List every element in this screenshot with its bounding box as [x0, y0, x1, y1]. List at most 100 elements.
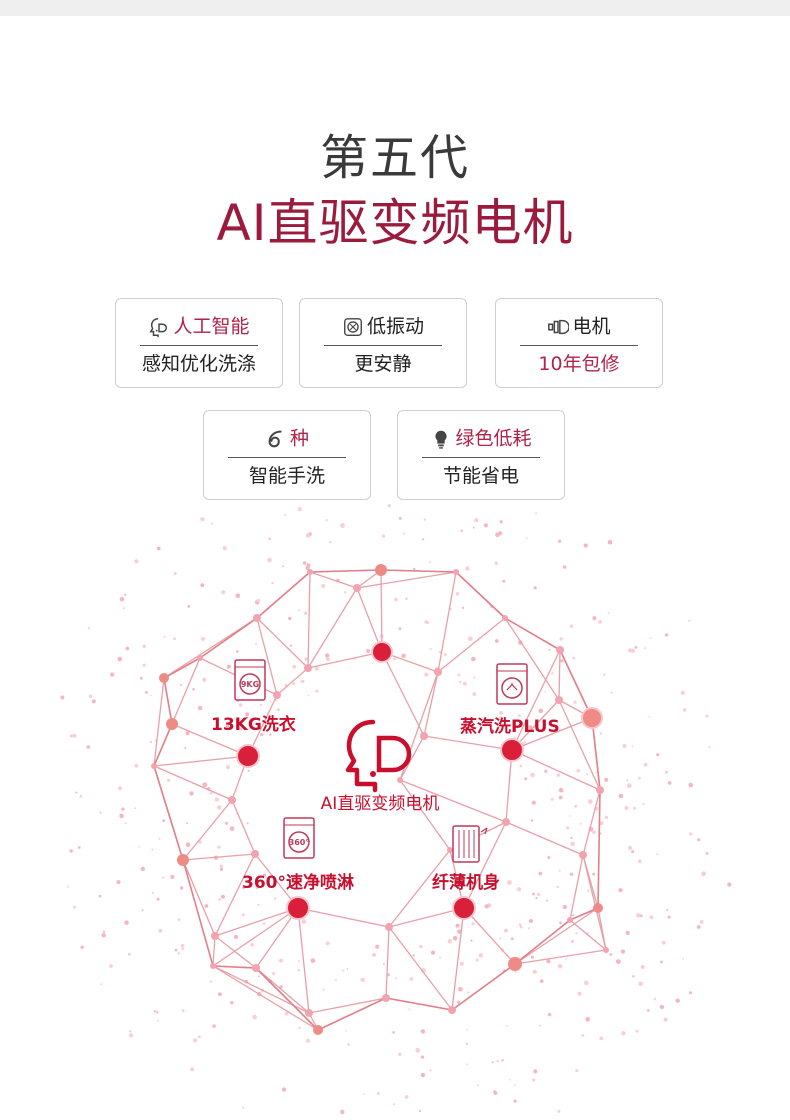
particle-dot: [664, 770, 669, 774]
network-line: [511, 717, 593, 751]
particle-dot: [256, 598, 261, 603]
particle-dot: [499, 711, 503, 715]
washer-badge: 9KG: [241, 680, 259, 689]
particle-dot: [592, 872, 596, 876]
particle-dot: [532, 969, 537, 974]
particle-dot: [519, 764, 523, 768]
particle-dot: [217, 845, 221, 849]
network-node: [397, 777, 403, 783]
particle-dot: [100, 983, 103, 986]
network-lines: [153, 569, 607, 1031]
particle-dot: [572, 656, 576, 660]
particle-dot: [149, 694, 152, 697]
vibration-icon: [344, 317, 362, 336]
particle-dot: [524, 741, 526, 743]
particle-dot: [507, 880, 512, 885]
particle-dot: [439, 651, 442, 654]
network-line: [381, 651, 425, 737]
particle-dot: [664, 633, 669, 637]
particle-dot: [457, 1000, 461, 1004]
particle-dot: [255, 884, 260, 890]
particle-dot: [260, 733, 264, 737]
particle-dot: [167, 778, 171, 783]
particle-dot: [242, 1106, 245, 1109]
particle-dot: [255, 642, 258, 645]
network-node: [305, 1009, 313, 1017]
particle-dot: [424, 672, 429, 677]
particle-dot: [697, 838, 701, 842]
particle-dot: [119, 596, 125, 602]
particle-dot: [252, 1014, 257, 1020]
particle-dot: [302, 680, 305, 682]
particle-dot: [72, 733, 77, 738]
particle-dot: [607, 539, 613, 545]
network-line: [163, 657, 201, 679]
particle-dot: [535, 512, 538, 515]
network-line: [423, 671, 439, 737]
card-divider: [520, 345, 638, 346]
network-line: [212, 965, 319, 1031]
network-node: [385, 923, 393, 931]
particle-dot: [345, 1030, 347, 1032]
particle-dot: [325, 941, 330, 946]
particle-dot: [696, 925, 701, 929]
network-line: [504, 617, 561, 651]
particle-dot: [157, 1019, 159, 1022]
particle-dot: [202, 782, 208, 788]
particle-dot: [269, 733, 272, 736]
particle-dot: [538, 1024, 541, 1027]
particle-dot: [484, 904, 489, 909]
network-node: [420, 732, 428, 740]
network-line: [559, 649, 593, 719]
particle-dot: [314, 666, 319, 671]
particle-dot: [539, 979, 544, 983]
particle-dot: [532, 1078, 536, 1082]
network-line: [558, 649, 561, 701]
particle-dot: [340, 523, 345, 528]
particle-dot: [405, 597, 408, 600]
particle-dot: [193, 1038, 198, 1043]
network-line: [388, 907, 465, 928]
particle-dot: [562, 565, 567, 569]
particle-dot: [477, 1084, 479, 1087]
particle-dot: [638, 859, 642, 864]
particle-dot: [151, 848, 153, 851]
particle-dot: [419, 1110, 422, 1113]
particle-dot: [423, 518, 427, 521]
particle-dot: [504, 928, 508, 933]
particle-dot: [640, 965, 645, 969]
particle-dot: [618, 793, 624, 799]
particle-dot: [124, 920, 129, 925]
feature-card-vibration: 低振动 更安静: [299, 298, 467, 388]
motor-icon: [548, 319, 570, 334]
particle-dot: [392, 1103, 395, 1106]
particle-dot: [387, 504, 391, 508]
particle-dot: [117, 656, 123, 662]
particle-dot: [184, 667, 187, 670]
particle-dot: [538, 871, 543, 876]
particle-dot: [618, 888, 623, 893]
network-node: [603, 947, 609, 953]
network-line: [256, 571, 311, 619]
particle-dot: [268, 537, 271, 540]
particle-dot: [514, 970, 517, 973]
network-sphere: 9KG 360°: [60, 504, 732, 1115]
particle-dot: [304, 657, 308, 661]
particle-dot: [631, 850, 635, 854]
particle-dot: [99, 811, 102, 814]
particle-dot: [118, 786, 122, 791]
network-line: [231, 799, 256, 855]
network-line: [255, 907, 299, 969]
particle-dot: [412, 954, 415, 957]
top-bar: [0, 0, 790, 16]
card-ai-subtitle: 感知优化洗涤: [141, 353, 256, 375]
particle-dot: [585, 1016, 590, 1022]
particle-dot: [305, 533, 311, 538]
particle-dot: [558, 539, 562, 543]
particle-dot: [121, 807, 125, 811]
particle-dot: [292, 682, 296, 686]
particle-dot: [431, 950, 436, 955]
particle-dot: [533, 586, 537, 590]
particle-dot: [616, 959, 621, 964]
particle-dot: [269, 700, 272, 703]
